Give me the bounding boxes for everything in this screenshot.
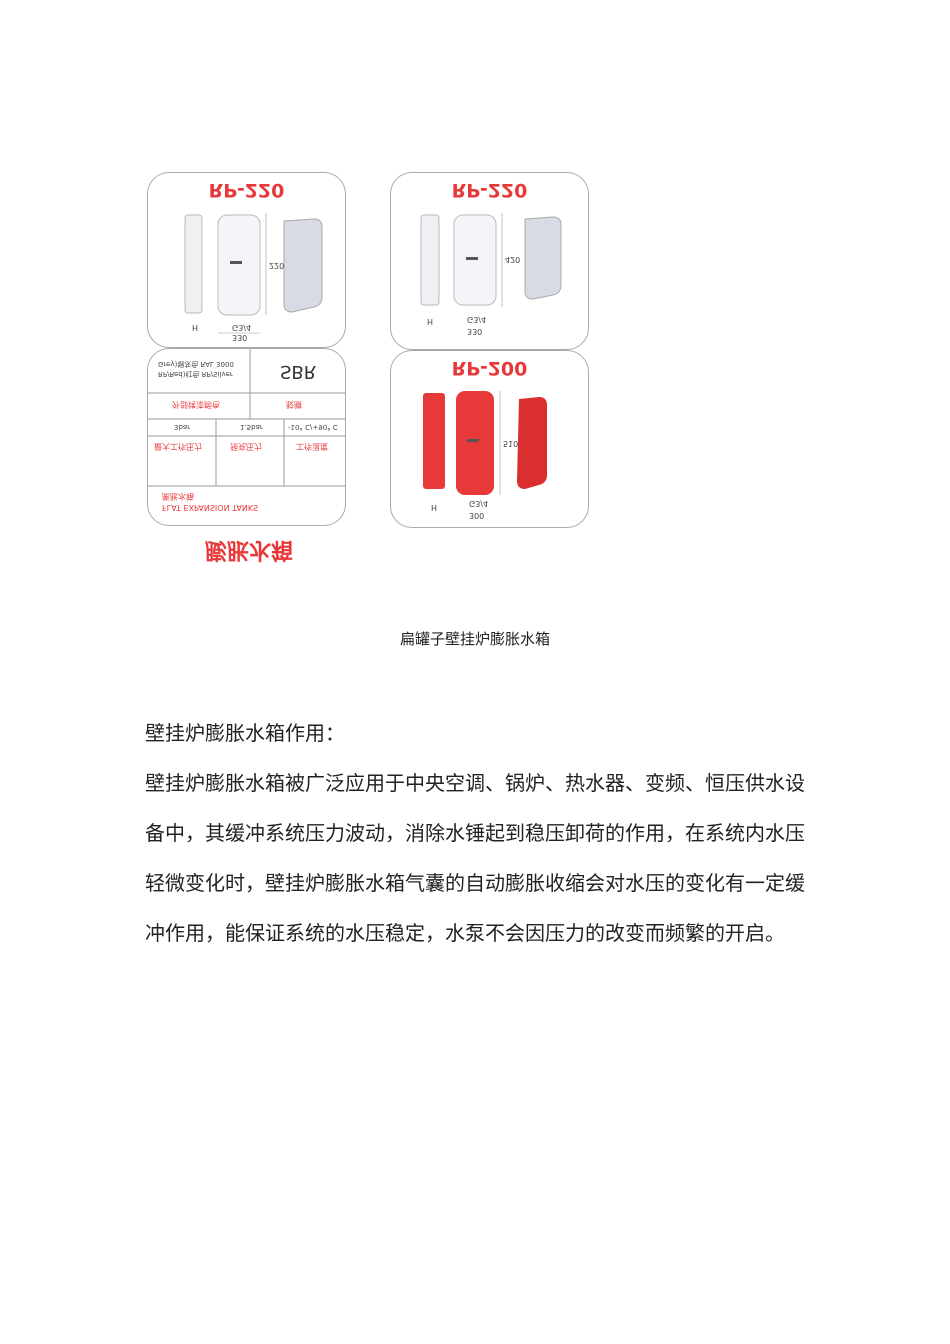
product-card-rp220-a: RP-220 220 330 H G3/4 <box>147 172 346 348</box>
dim-height: 420 <box>505 255 521 264</box>
dim-width: 300 <box>469 511 485 520</box>
color-label: 外部烤漆颜色 <box>172 400 220 409</box>
product-card-rp200: RP-200 510 300 H G3/4 <box>390 350 589 528</box>
tank-drawing <box>423 391 547 495</box>
precharge-label: 预充压力 <box>230 442 262 451</box>
dim-width: 330 <box>467 327 483 336</box>
product-figure: RP-220 220 330 H G3/4 RP/Red)红色 RP/Silve… <box>145 170 595 562</box>
membrane-value: SBR <box>280 361 317 382</box>
temp-range: -10° C/+90° C <box>288 423 338 431</box>
footer-en: FLAT EXPANSION TANKS <box>162 503 259 512</box>
max-pressure-label: 最大工作压力 <box>154 442 202 451</box>
dim-h: H <box>431 503 438 512</box>
section-heading: 壁挂炉膨胀水箱作用： <box>145 721 345 745</box>
membrane-label: 胶膜 <box>286 400 302 409</box>
dim-height: 220 <box>269 261 285 270</box>
color-value: RP/Red)红色 RP/Silver Grey)银灰色 RAL 3000 <box>158 360 234 378</box>
temp-label: 工作温度 <box>296 442 328 451</box>
dim-width: 330 <box>232 333 248 342</box>
figure-caption: 扁罐子壁挂炉膨胀水箱 <box>399 630 550 648</box>
dim-h: H <box>427 317 434 326</box>
tank-drawing <box>184 213 323 334</box>
dim-height: 510 <box>503 439 519 448</box>
fitting-size: G3/4 <box>467 315 487 324</box>
tank-drawing <box>420 213 562 307</box>
spec-table: RP/Red)红色 RP/Silver Grey)银灰色 RAL 3000 SB… <box>147 348 346 526</box>
figure-title: 膨胀水箱 <box>205 537 294 562</box>
dim-h: H <box>192 323 199 332</box>
body-paragraph: 壁挂炉膨胀水箱被广泛应用于中央空调、锅炉、热水器、变频、恒压供水设备中，其缓冲系… <box>145 771 805 945</box>
product-card-rp220-b: RP-220 420 330 H G3/4 <box>390 172 589 350</box>
fitting-size: G3/4 <box>232 323 252 332</box>
table-grid <box>148 349 345 487</box>
precharge: 1.5bar <box>240 423 263 431</box>
fitting-size: G3/4 <box>469 499 489 508</box>
footer-cn: 膨胀水箱 <box>162 492 194 501</box>
max-pressure: 3bar <box>174 423 191 431</box>
